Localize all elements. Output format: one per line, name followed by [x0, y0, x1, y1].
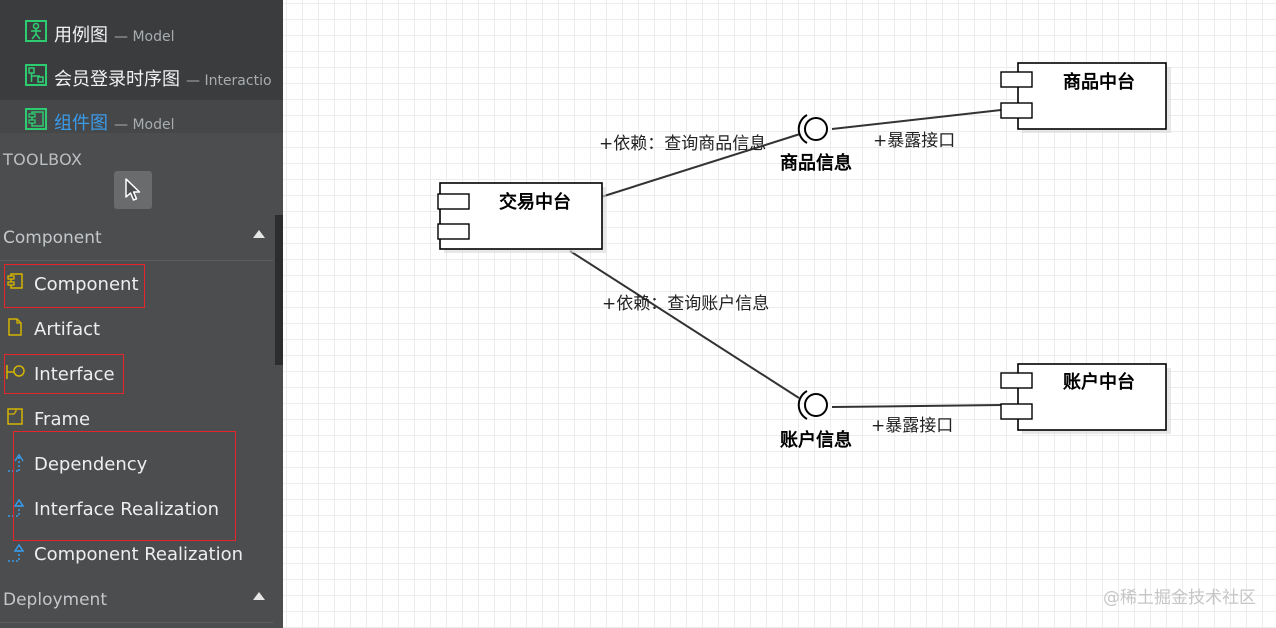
component-realization-icon — [8, 543, 24, 562]
frame-icon — [7, 408, 23, 425]
realization-line-product[interactable] — [831, 109, 1002, 130]
collapse-arrow-up-icon[interactable] — [253, 592, 265, 600]
component-icon — [7, 273, 23, 289]
tool-interface[interactable]: Interface — [0, 355, 273, 395]
diagram-canvas[interactable]: 交易中台 商品中台 账户中台 商品信息 账户信息 — [283, 0, 1276, 628]
diagram-item-sequence[interactable]: 会员登录时序图— Interactio — [0, 56, 283, 96]
component-title: 商品中台 — [1063, 71, 1135, 93]
component-diagram: 交易中台 商品中台 账户中台 商品信息 账户信息 — [437, 62, 1171, 451]
collapse-arrow-up-icon[interactable] — [253, 230, 265, 238]
interface-label: 商品信息 — [780, 152, 852, 174]
highlight-box-dependency-realization — [13, 431, 236, 541]
component-title: 交易中台 — [499, 191, 571, 213]
tool-component[interactable]: Component — [0, 265, 273, 305]
edge-label-depends-account: +依赖：查询账户信息 — [602, 294, 769, 314]
edge-label-depends-product: +依赖：查询商品信息 — [599, 134, 766, 154]
watermark: @稀土掘金技术社区 — [1103, 588, 1256, 608]
tool-component-realization[interactable]: Component Realization — [0, 535, 273, 575]
toolbox-title: TOOLBOX — [3, 150, 83, 169]
artifact-icon — [8, 318, 22, 336]
diagram-list: 用例图— Model 会员登录时序图— Interactio — [0, 0, 283, 133]
interface-label: 账户信息 — [780, 429, 852, 451]
tool-frame[interactable]: Frame — [0, 400, 273, 440]
diagram-name: 组件图— Model — [54, 113, 175, 133]
component-diagram-icon — [25, 108, 47, 130]
toolbox-scrollbar[interactable] — [275, 215, 283, 365]
highlight-box-interface — [4, 354, 124, 394]
realization-line-account[interactable] — [831, 404, 1002, 408]
section-label: Component — [3, 228, 102, 248]
component-product[interactable]: 商品中台 — [1000, 62, 1171, 133]
diagram-name: 会员登录时序图— Interactio — [54, 69, 272, 90]
diagram-item-use-case[interactable]: 用例图— Model — [0, 12, 283, 52]
component-account[interactable]: 账户中台 — [1000, 363, 1171, 434]
tool-interface-realization[interactable]: Interface Realization — [0, 490, 273, 530]
diagram-name: 用例图— Model — [54, 25, 175, 46]
pointer-tool-button[interactable] — [114, 171, 152, 209]
highlight-box-component — [4, 264, 145, 308]
edge-label-expose-account: +暴露接口 — [871, 416, 953, 436]
interface-product-info[interactable]: 商品信息 — [780, 114, 852, 174]
cursor-icon — [125, 178, 141, 201]
section-deployment[interactable]: Deployment — [0, 578, 273, 623]
sequence-diagram-icon — [25, 64, 47, 86]
section-component[interactable]: Component — [0, 216, 273, 261]
use-case-diagram-icon — [25, 20, 47, 42]
diagram-item-component[interactable]: 组件图— Model — [0, 100, 283, 133]
interface-icon — [6, 365, 25, 379]
section-label: Deployment — [3, 590, 107, 610]
tool-artifact[interactable]: Artifact — [0, 310, 273, 350]
dependency-line-account[interactable] — [569, 250, 800, 399]
edge-label-expose-product: +暴露接口 — [873, 131, 955, 151]
component-trade[interactable]: 交易中台 — [437, 182, 606, 253]
component-title: 账户中台 — [1063, 371, 1135, 393]
dependency-line-product[interactable] — [600, 133, 801, 198]
interface-account-info[interactable]: 账户信息 — [780, 390, 852, 451]
left-panel: 用例图— Model 会员登录时序图— Interactio — [0, 0, 283, 628]
